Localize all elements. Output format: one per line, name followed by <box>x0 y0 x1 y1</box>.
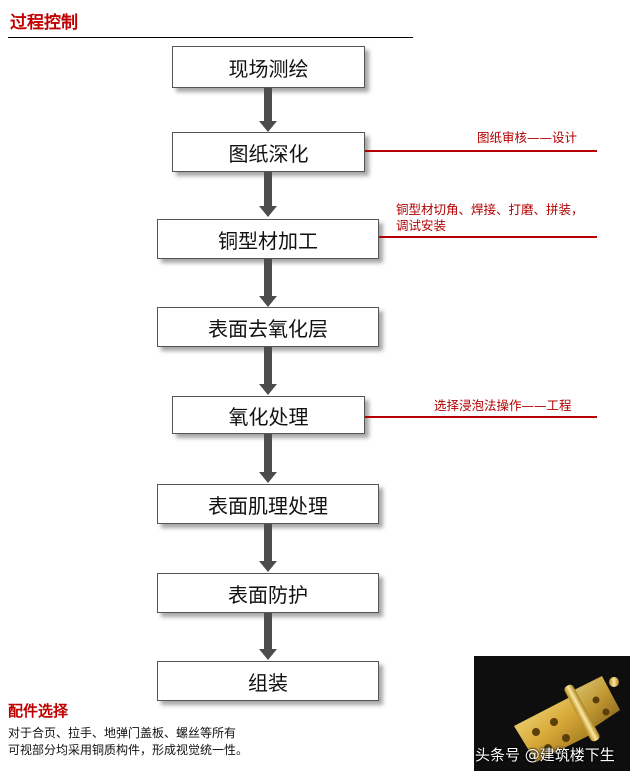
note-connector-line <box>365 416 597 418</box>
step-site-survey: 现场测绘 <box>172 46 365 88</box>
down-arrow-icon <box>259 347 277 395</box>
down-arrow-icon <box>259 172 277 217</box>
parts-description-line1: 对于合页、拉手、地弹门盖板、螺丝等所有 <box>8 726 237 740</box>
down-arrow-icon <box>259 613 277 660</box>
step-deoxidation: 表面去氧化层 <box>157 307 379 347</box>
down-arrow-icon <box>259 259 277 307</box>
note-processing-line1: 铜型材切角、焊接、打磨、拼装， <box>396 202 584 217</box>
step-copper-profile-processing: 铜型材加工 <box>157 219 379 259</box>
step-assembly: 组装 <box>157 661 379 701</box>
down-arrow-icon <box>259 434 277 483</box>
parts-description-line2: 可视部分均采用铜质构件，形成视觉统一性。 <box>8 743 249 757</box>
parts-section-title: 配件选择 <box>8 702 69 720</box>
step-drawing-deepening: 图纸深化 <box>172 132 365 172</box>
note-design-review: 图纸审核——设计 <box>477 130 578 145</box>
note-oxidation-method: 选择浸泡法操作——工程 <box>434 398 572 413</box>
down-arrow-icon <box>259 88 277 132</box>
step-surface-protection: 表面防护 <box>157 573 379 613</box>
step-oxidation-treatment: 氧化处理 <box>172 396 365 434</box>
note-processing-line2: 调试安装 <box>396 218 447 233</box>
down-arrow-icon <box>259 524 277 572</box>
brass-hinge-image <box>474 656 630 771</box>
parts-description: 对于合页、拉手、地弹门盖板、螺丝等所有 可视部分均采用铜质构件，形成视觉统一性。 <box>8 725 308 759</box>
step-surface-texture: 表面肌理处理 <box>157 484 379 524</box>
watermark: 头条号 @建筑楼下生 <box>475 746 615 764</box>
title-divider <box>8 37 413 38</box>
note-connector-line <box>379 236 597 238</box>
note-connector-line <box>365 150 597 152</box>
page-title: 过程控制 <box>10 13 78 33</box>
brass-hinge-photo <box>474 656 630 771</box>
